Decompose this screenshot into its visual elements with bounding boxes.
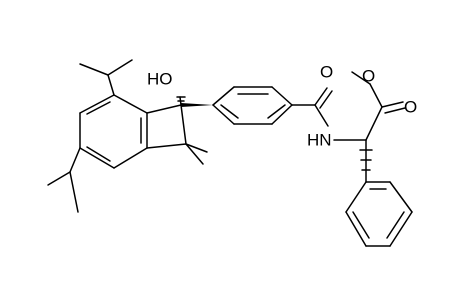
alpha-carbon [333, 106, 383, 183]
benzyl-phenyl-ring [345, 181, 413, 247]
amide-nh-label: HN [307, 131, 332, 150]
amide-group: O HN [291, 63, 333, 150]
hydroxyl-group: HO [147, 70, 186, 106]
cyclobutene-ring [146, 104, 187, 149]
methyl-ester-group: O O [351, 67, 417, 117]
gem-dimethyl [185, 143, 208, 165]
amide-oxygen-label: O [320, 63, 333, 82]
ester-methoxy-oxygen-label: O [362, 67, 375, 86]
wedge-bond [181, 103, 213, 107]
hydroxyl-label: HO [147, 70, 173, 89]
isopropyl-top [79, 59, 133, 96]
para-phenylene-ring [212, 86, 293, 125]
isopropyl-bottom [47, 147, 81, 213]
ester-carbonyl-oxygen-label: O [404, 98, 417, 117]
fused-benzene-ring [79, 94, 148, 169]
